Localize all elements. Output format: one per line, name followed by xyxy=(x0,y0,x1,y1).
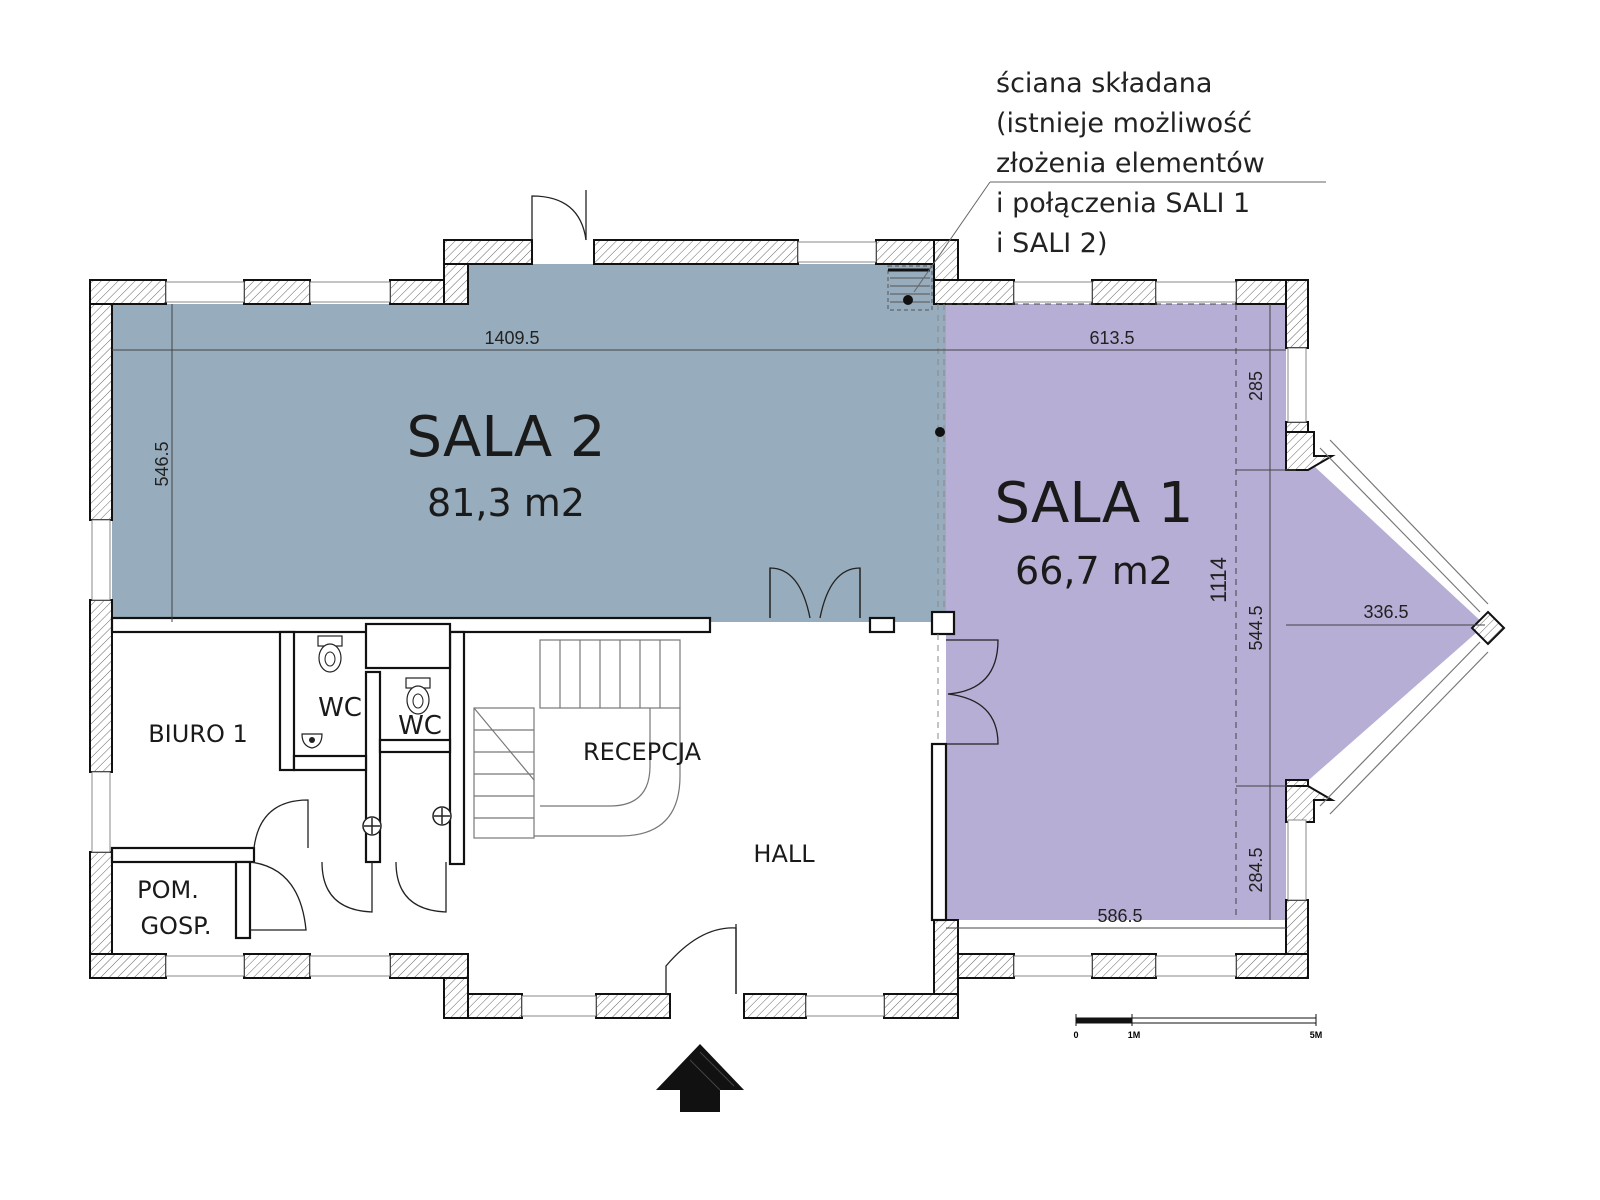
wc2-label: WC xyxy=(398,711,442,741)
note-line-4: i połączenia SALI 1 xyxy=(996,188,1250,219)
dimension-lines xyxy=(112,303,1485,929)
wc1-label: WC xyxy=(318,693,362,723)
note-line-5: i SALI 2) xyxy=(996,228,1108,259)
interior-walls xyxy=(110,304,956,940)
scale-label-5m: 5M xyxy=(1310,1030,1323,1040)
exterior-walls xyxy=(89,239,1506,1019)
doors xyxy=(249,190,999,994)
dim-sala2-width: 1409.5 xyxy=(484,328,539,348)
scale-bar: 0 1M 5M xyxy=(1073,1014,1322,1040)
folding-wall-note: ściana składana (istnieje możliwość złoż… xyxy=(996,68,1265,259)
sala2-area-label: 81,3 m2 xyxy=(427,481,585,525)
pom-label-2: GOSP. xyxy=(140,912,211,940)
toilet-icon xyxy=(317,635,343,673)
staircase xyxy=(473,639,681,839)
toilet-icon xyxy=(405,677,431,715)
note-leader xyxy=(913,181,1326,293)
biuro1-label: BIURO 1 xyxy=(148,720,248,748)
recepcja-label: RECEPCJA xyxy=(583,738,702,766)
dim-east-bottom: 284.5 xyxy=(1246,847,1266,892)
hall-label: HALL xyxy=(753,840,815,868)
sala1-area-label: 66,7 m2 xyxy=(1015,549,1173,593)
pom-label-1: POM. xyxy=(137,876,199,904)
dim-east-mid: 544.5 xyxy=(1246,605,1266,650)
dim-sala1-width-top: 613.5 xyxy=(1089,328,1134,348)
note-line-3: złożenia elementów xyxy=(996,148,1265,179)
sink-icon xyxy=(362,816,382,836)
scale-label-0: 0 xyxy=(1073,1030,1078,1040)
dim-east-top: 285 xyxy=(1246,371,1266,401)
scale-label-1m: 1M xyxy=(1128,1030,1141,1040)
dim-sala2-depth: 546.5 xyxy=(152,441,172,486)
dim-bay-depth: 336.5 xyxy=(1363,602,1408,622)
dim-sala1-width-bottom: 586.5 xyxy=(1097,906,1142,926)
sala2-area xyxy=(112,264,946,622)
note-line-1: ściana składana xyxy=(996,68,1212,99)
windows xyxy=(91,241,1489,1017)
sala1-area xyxy=(946,304,1485,920)
sink-icon xyxy=(432,806,452,826)
entrance-arrow-icon xyxy=(656,1044,744,1112)
sala1-name: SALA 1 xyxy=(994,471,1193,536)
note-line-2: (istnieje możliwość xyxy=(996,108,1252,139)
urinal-icon xyxy=(301,733,323,749)
dim-sala1-depth: 1114 xyxy=(1206,557,1231,603)
sala2-name: SALA 2 xyxy=(406,405,605,470)
